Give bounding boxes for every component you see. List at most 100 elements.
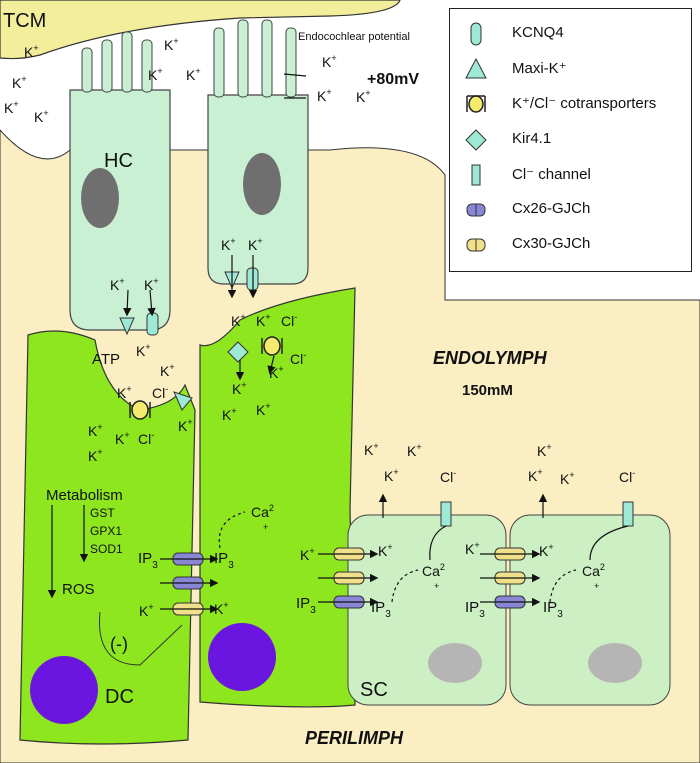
legend-label: Cx30-GJCh	[512, 235, 591, 252]
svg-text:K+: K+	[269, 364, 284, 381]
svg-text:Cl-: Cl-	[281, 312, 297, 329]
svg-text:+: +	[263, 522, 268, 532]
svg-text:K+: K+	[12, 74, 27, 91]
svg-text:Cl-: Cl-	[440, 468, 456, 485]
svg-text:K+: K+	[164, 36, 179, 53]
deiters-cell-left	[19, 330, 196, 745]
supporting-cell-nucleus	[428, 643, 482, 683]
kcnq4-icon	[470, 22, 482, 46]
cl-channel-icon	[471, 164, 481, 186]
svg-text:K+: K+	[322, 53, 337, 70]
tcm-label: TCM	[3, 10, 46, 32]
hair-cell-right	[207, 19, 309, 285]
svg-text:K+: K+	[139, 602, 154, 619]
legend-item-cx30: Cx30-GJCh	[450, 230, 693, 260]
svg-text:K+: K+	[384, 467, 399, 484]
svg-text:K+: K+	[256, 312, 271, 329]
svg-text:K+: K+	[300, 546, 315, 563]
svg-text:Ca2: Ca2	[582, 562, 605, 579]
svg-text:K+: K+	[232, 380, 247, 397]
legend-label: Cx26-GJCh	[512, 200, 591, 217]
legend-label: Kir4.1	[512, 130, 552, 147]
potential-value: +80mV	[367, 71, 419, 88]
maxi-k-channel	[173, 391, 193, 411]
chloride-labels: Cl- Cl- Cl- Cl- Cl- Cl-	[138, 312, 635, 485]
svg-text:IP3: IP3	[371, 599, 391, 620]
deiters-cell-label: DC	[105, 686, 134, 708]
svg-text:K+: K+	[34, 108, 49, 125]
kir41-channel	[227, 341, 249, 363]
ion-labels: K+ K+ K+ K+ K+ K+ K+ K+ K+ K+ K+ K+ K+ K…	[4, 36, 575, 619]
svg-text:K+: K+	[539, 542, 554, 559]
deiters-nucleus	[208, 623, 276, 691]
endolymph-label: ENDOLYMPH	[433, 348, 548, 368]
cx30-icon	[466, 238, 486, 252]
perilymph-label: PERILIMPH	[305, 728, 404, 748]
supporting-cell-label: SC	[360, 679, 388, 701]
cl-channel	[622, 501, 634, 527]
svg-text:K+: K+	[231, 312, 246, 329]
legend-label: K⁺/Cl⁻ cotransporters	[512, 95, 657, 112]
metabolism-label: Metabolism	[46, 487, 123, 504]
svg-text:K+: K+	[528, 467, 543, 484]
svg-text:K+: K+	[24, 43, 39, 60]
svg-text:K+: K+	[148, 66, 163, 83]
svg-text:Cl-: Cl-	[152, 384, 168, 401]
supporting-cell-nucleus	[588, 643, 642, 683]
legend-item-kcnq4: KCNQ4	[450, 19, 693, 49]
legend: KCNQ4 Maxi-K⁺ K⁺/Cl⁻ cotransporters Kir4…	[449, 8, 692, 272]
hair-cell-nucleus	[243, 153, 281, 215]
svg-text:K+: K+	[88, 422, 103, 439]
legend-item-cl-channel: Cl⁻ channel	[450, 160, 693, 190]
svg-text:Cl-: Cl-	[290, 350, 306, 367]
svg-text:+: +	[434, 581, 439, 591]
svg-text:IP3: IP3	[543, 599, 563, 620]
kcnq4-channel	[146, 312, 159, 336]
gst-label: GST	[90, 506, 115, 520]
svg-text:K+: K+	[110, 276, 125, 293]
cotransporter	[261, 336, 283, 356]
calcium-labels: Ca2 + Ca2 + Ca2 +	[251, 503, 605, 591]
svg-text:K+: K+	[560, 470, 575, 487]
sod1-label: SOD1	[90, 542, 123, 556]
svg-text:K+: K+	[88, 447, 103, 464]
svg-text:K+: K+	[160, 362, 175, 379]
svg-text:Cl-: Cl-	[138, 430, 154, 447]
svg-text:IP3: IP3	[465, 599, 485, 620]
svg-text:IP3: IP3	[296, 595, 316, 616]
legend-label: Maxi-K⁺	[512, 60, 567, 77]
svg-text:K+: K+	[537, 442, 552, 459]
maxi-k-channel	[119, 317, 135, 336]
legend-item-maxi-k: Maxi-K⁺	[450, 54, 693, 84]
endolymph-conc: 150mM	[462, 382, 513, 399]
cl-channel	[440, 501, 452, 527]
svg-text:K+: K+	[317, 87, 332, 104]
svg-text:K+: K+	[214, 600, 229, 617]
svg-text:Cl-: Cl-	[619, 468, 635, 485]
svg-text:K+: K+	[117, 384, 132, 401]
inhibition-label: (-)	[110, 634, 128, 654]
tectorial-membrane	[0, 0, 401, 60]
svg-text:K+: K+	[221, 236, 236, 253]
svg-text:K+: K+	[465, 540, 480, 557]
svg-text:K+: K+	[144, 276, 159, 293]
deiters-cell-right	[199, 287, 356, 708]
hair-cell-left	[69, 31, 171, 331]
svg-text:K+: K+	[4, 99, 19, 116]
svg-text:K+: K+	[136, 342, 151, 359]
svg-text:IP3: IP3	[214, 550, 234, 571]
svg-text:K+: K+	[378, 542, 393, 559]
svg-text:K+: K+	[356, 88, 371, 105]
kir41-icon	[465, 129, 487, 151]
svg-text:+: +	[594, 581, 599, 591]
cotransporter-icon	[466, 95, 486, 113]
endocochlear-label: Endocochlear potential	[298, 31, 410, 43]
svg-text:K+: K+	[248, 236, 263, 253]
svg-text:Ca2: Ca2	[422, 562, 445, 579]
legend-label: KCNQ4	[512, 24, 564, 41]
hair-cell-label: HC	[104, 150, 133, 172]
svg-text:Ca2: Ca2	[251, 503, 274, 520]
svg-text:K+: K+	[256, 401, 271, 418]
deiters-nucleus	[30, 656, 98, 724]
